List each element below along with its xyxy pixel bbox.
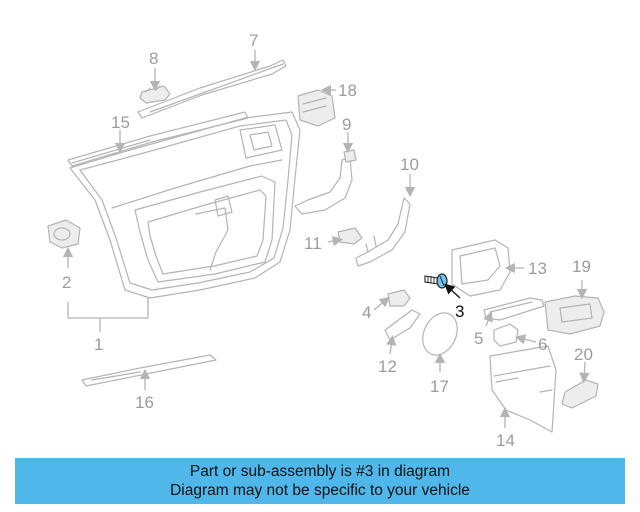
part-9-pull-handle xyxy=(294,149,357,215)
callout-14: 14 xyxy=(496,431,515,450)
banner-line-1: Part or sub-assembly is #3 in diagram xyxy=(189,463,451,480)
callout-13: 13 xyxy=(528,259,547,278)
callout-1: 1 xyxy=(94,335,103,354)
part-5-trim-ring xyxy=(483,297,545,321)
part-8-clip xyxy=(139,85,171,104)
callout-4: 4 xyxy=(362,303,371,322)
callout-10: 10 xyxy=(400,155,419,174)
part-6-small-trim xyxy=(493,323,519,347)
part-19-handle-bezel xyxy=(544,295,605,335)
callout-labels: 1 2 3 4 5 6 7 8 9 10 11 12 13 14 15 16 1… xyxy=(62,31,593,450)
part-20-bracket xyxy=(561,379,599,409)
callout-20: 20 xyxy=(574,345,593,364)
callout-19: 19 xyxy=(572,257,591,276)
part-16-lower-strip xyxy=(81,354,217,387)
part-14-map-pocket xyxy=(489,345,557,433)
banner-line-2: Diagram may not be specific to your vehi… xyxy=(170,482,470,499)
callout-11: 11 xyxy=(304,234,322,253)
part-4-bolt xyxy=(387,289,411,307)
part-1-door-trim-panel xyxy=(69,111,301,299)
callout-18: 18 xyxy=(338,81,357,100)
part-12-trim-piece xyxy=(384,309,421,341)
callout-8: 8 xyxy=(149,49,158,68)
parts-diagram: 1 2 3 4 5 6 7 8 9 10 11 12 13 14 15 16 1… xyxy=(47,31,605,450)
part-17-speaker-grille xyxy=(422,312,458,356)
callout-12: 12 xyxy=(378,357,397,376)
part-2-grommet xyxy=(47,219,81,249)
part-11-latch xyxy=(337,227,363,245)
callout-17: 17 xyxy=(430,377,449,396)
callout-7: 7 xyxy=(249,31,258,50)
part-7-belt-moulding xyxy=(137,59,287,119)
part-13-pocket xyxy=(451,239,511,297)
callout-3: 3 xyxy=(455,302,464,321)
callout-15: 15 xyxy=(111,113,130,132)
callout-6: 6 xyxy=(538,335,547,354)
part-15-upper-rail xyxy=(67,111,249,167)
info-banner: Part or sub-assembly is #3 in diagram Di… xyxy=(15,458,625,504)
callout-5: 5 xyxy=(474,329,483,348)
callout-2: 2 xyxy=(62,273,71,292)
part-10-armrest-strip xyxy=(355,197,411,267)
leader-lines xyxy=(62,50,590,428)
callout-9: 9 xyxy=(342,115,351,134)
part-3-screw xyxy=(424,273,448,289)
callout-16: 16 xyxy=(135,393,154,412)
part-18-switch-housing xyxy=(297,89,336,127)
